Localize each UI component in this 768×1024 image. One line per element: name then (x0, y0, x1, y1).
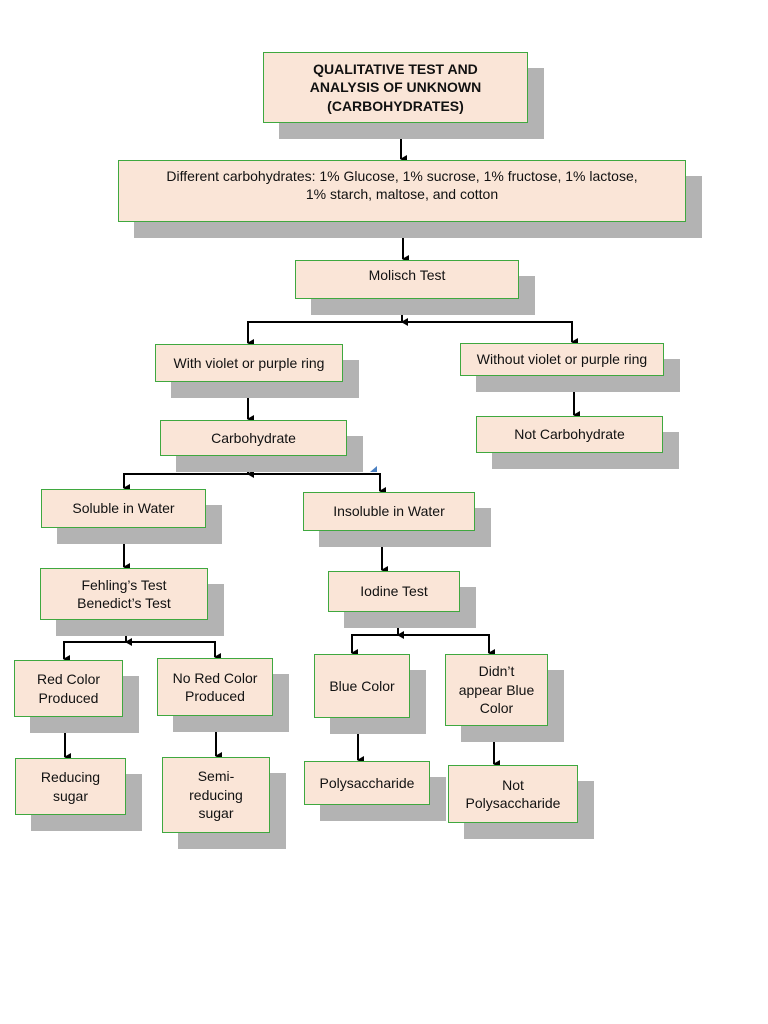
not-carbohydrate-box: Not Carbohydrate (476, 416, 663, 453)
blue-color-box: Blue Color (314, 654, 410, 718)
arrow-iodine-to-no-blue (398, 634, 495, 657)
carbohydrates-list-box: Different carbohydrates: 1% Glucose, 1% … (118, 160, 686, 222)
reducing-sugar-box: Reducing sugar (15, 758, 126, 815)
arrow-carbohydrate-to-soluble (123, 473, 248, 492)
carbohydrate-box: Carbohydrate (160, 420, 347, 456)
arrow-molisch-to-without-ring (402, 321, 578, 346)
molisch-test-box: Molisch Test (295, 260, 519, 299)
insoluble-box: Insoluble in Water (303, 492, 475, 531)
arrow-fehling-to-red (63, 641, 126, 663)
without-ring-box: Without violet or purple ring (460, 343, 664, 376)
red-color-box: Red Color Produced (14, 660, 123, 717)
arrow-molisch-to-with-ring (247, 321, 402, 347)
no-red-color-box: No Red Color Produced (157, 658, 273, 716)
no-blue-color-box: Didn’t appear Blue Color (445, 654, 548, 726)
iodine-test-box: Iodine Test (328, 571, 460, 612)
soluble-box: Soluble in Water (41, 489, 206, 528)
semi-reducing-sugar-box: Semi- reducing sugar (162, 757, 270, 833)
with-ring-box: With violet or purple ring (155, 344, 343, 382)
arrow-carbohydrate-to-insoluble (248, 473, 386, 495)
title-box: QUALITATIVE TEST AND ANALYSIS OF UNKNOWN… (263, 52, 528, 123)
not-polysaccharide-box: Not Polysaccharide (448, 765, 578, 823)
polysaccharide-box: Polysaccharide (304, 761, 430, 805)
small-blue-marker (370, 466, 377, 472)
arrow-iodine-to-blue (351, 634, 398, 657)
arrow-fehling-to-no-red (126, 641, 221, 661)
fehling-benedict-box: Fehling’s Test Benedict’s Test (40, 568, 208, 620)
